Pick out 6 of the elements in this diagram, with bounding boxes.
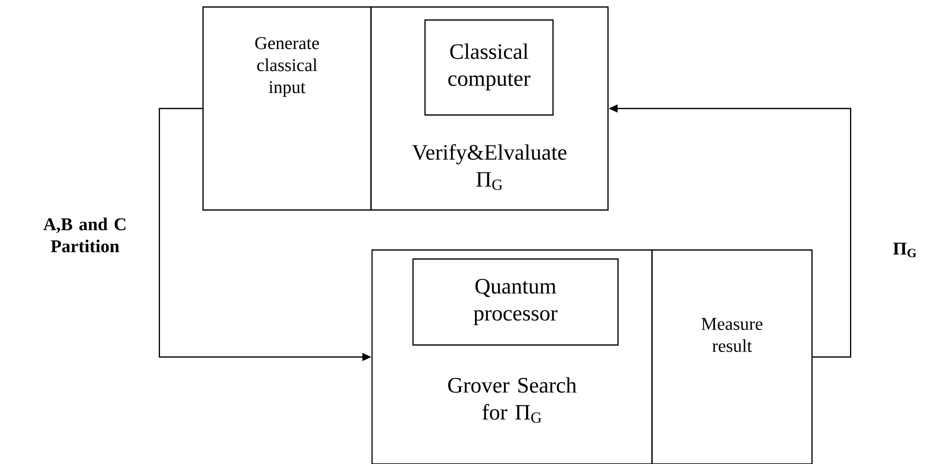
component-box: Classical computer xyxy=(424,19,554,116)
process-box: Generate classical input xyxy=(202,6,372,211)
edge-label: Π$_{G}$ xyxy=(893,242,916,258)
edge-label: A,B and C Partition xyxy=(43,218,126,252)
component-box: Quantum processor xyxy=(412,258,619,346)
process-box: Measure result xyxy=(651,249,813,464)
